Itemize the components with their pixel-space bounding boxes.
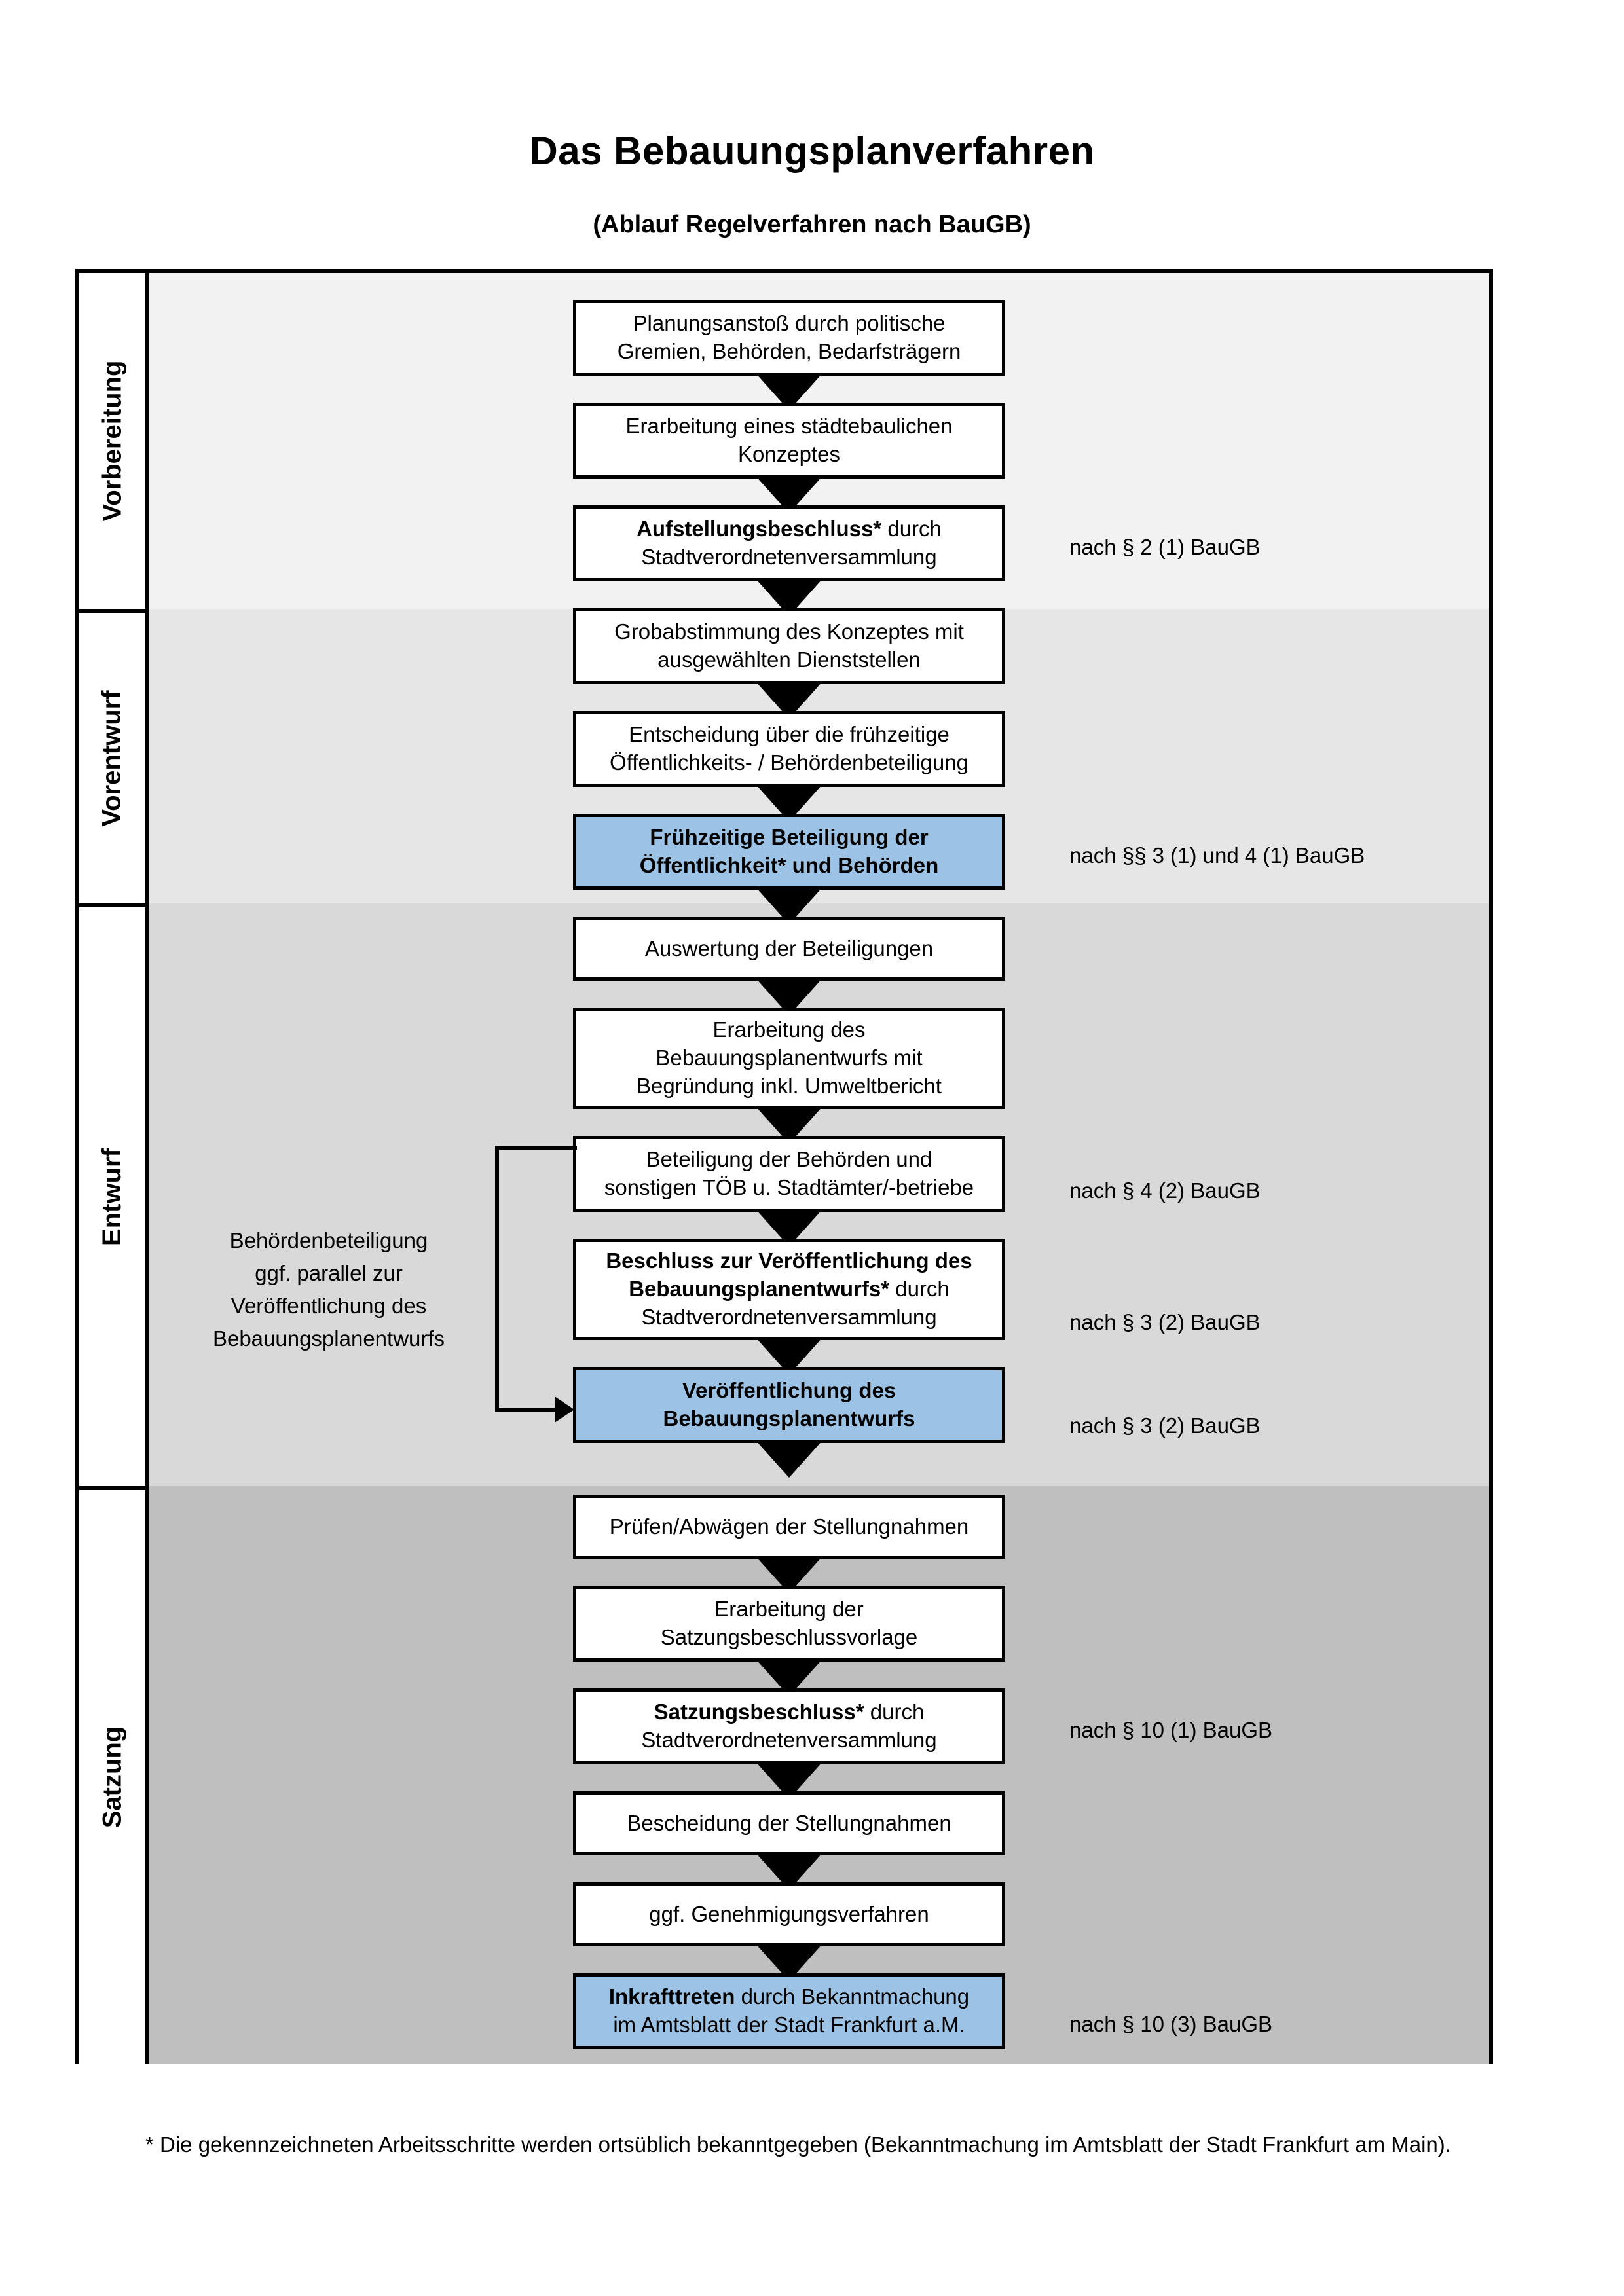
step-line-bold: Bebauungsplanentwurfs* xyxy=(629,1277,890,1302)
step-line: Begründung inkl. Umweltbericht xyxy=(637,1073,942,1098)
step-box-entscheidung-fruehzeitige-beteiligung[interactable]: Entscheidung über die frühzeitige Öffent… xyxy=(573,711,1005,787)
phase-separator-1 xyxy=(79,609,149,613)
phase-label-text: Vorentwurf xyxy=(98,689,126,827)
step-box-erarbeitung-bebauungsplanentwurf[interactable]: Erarbeitung des Bebauungsplanentwurfs mi… xyxy=(573,1008,1005,1109)
step-line-bold: Veröffentlichung des xyxy=(682,1378,896,1403)
step-line: Erarbeitung des xyxy=(712,1017,866,1042)
step-line-bold: Aufstellungsbeschluss* xyxy=(637,517,882,541)
step-line: durch Bekanntmachung xyxy=(735,1984,970,2009)
flowchart-frame: Vorbereitung Vorentwurf Entwurf Satzung … xyxy=(75,269,1493,2064)
law-reference: nach § 2 (1) BauGB xyxy=(1069,535,1261,559)
phase-separator-2 xyxy=(79,903,149,907)
step-line: durch xyxy=(864,1700,925,1724)
step-line-bold: Beschluss zur Veröffentlichung des xyxy=(606,1248,972,1273)
step-line: Stadtverordnetenversammlung xyxy=(641,1728,937,1752)
law-reference: nach § 3 (2) BauGB xyxy=(1069,1310,1261,1334)
step-line: durch xyxy=(889,1277,950,1302)
step-box-beteiligung-behoerden-toeb[interactable]: Beteiligung der Behörden und sonstigen T… xyxy=(573,1136,1005,1212)
phase-label-vorbereitung: Vorbereitung xyxy=(79,273,145,609)
side-note-line: Behördenbeteiligung xyxy=(229,1228,428,1252)
phase-label-text: Satzung xyxy=(98,1726,127,1828)
side-note-behoerdenbeteiligung: Behördenbeteiligung ggf. parallel zur Ve… xyxy=(185,1224,473,1356)
step-line-bold: Bebauungsplanentwurfs xyxy=(663,1406,915,1430)
step-box-planungsanstoss[interactable]: Planungsanstoß durch politische Gremien,… xyxy=(573,300,1005,376)
side-note-line: ggf. parallel zur xyxy=(255,1261,403,1286)
step-line: Stadtverordnetenversammlung xyxy=(641,1304,937,1329)
phase-label-entwurf: Entwurf xyxy=(79,907,145,1486)
step-line-bold: Inkrafttreten xyxy=(608,1984,735,2009)
step-line: Konzeptes xyxy=(738,442,840,466)
step-line-bold: Öffentlichkeit* und Behörden xyxy=(639,853,939,877)
feedback-connector-vertical xyxy=(495,1146,499,1412)
step-line: durch xyxy=(881,517,942,541)
flow-arrow-down xyxy=(755,1440,823,1478)
feedback-connector-bottom xyxy=(495,1408,557,1412)
step-box-inkrafttreten[interactable]: Inkrafttreten durch Bekanntmachung im Am… xyxy=(573,1973,1005,2049)
phase-label-text: Vorbereitung xyxy=(98,360,126,522)
step-line: Erarbeitung eines städtebaulichen xyxy=(625,414,953,439)
phase-label-text: Entwurf xyxy=(98,1148,126,1246)
step-line: Prüfen/Abwägen der Stellungnahmen xyxy=(609,1514,969,1539)
feedback-connector-arrowhead xyxy=(555,1396,574,1423)
footnote: * Die gekennzeichneten Arbeitsschritte w… xyxy=(145,2132,1451,2157)
step-box-genehmigungsverfahren[interactable]: ggf. Genehmigungsverfahren xyxy=(573,1882,1005,1946)
step-line: sonstigen TÖB u. Stadtämter/-betriebe xyxy=(604,1175,974,1199)
step-line: im Amtsblatt der Stadt Frankfurt a.M. xyxy=(613,2013,965,2037)
step-box-aufstellungsbeschluss[interactable]: Aufstellungsbeschluss* durch Stadtverord… xyxy=(573,505,1005,581)
step-line-bold: Frühzeitige Beteiligung der xyxy=(650,825,929,850)
step-line: Gremien, Behörden, Bedarfsträgern xyxy=(617,339,961,363)
side-note-line: Veröffentlichung des xyxy=(231,1294,427,1319)
step-line: Bebauungsplanentwurfs mit xyxy=(655,1046,923,1070)
step-box-beschluss-veroeffentlichung[interactable]: Beschluss zur Veröffentlichung des Bebau… xyxy=(573,1239,1005,1340)
step-box-fruehzeitige-beteiligung[interactable]: Frühzeitige Beteiligung der Öffentlichke… xyxy=(573,814,1005,890)
law-reference: nach § 10 (1) BauGB xyxy=(1069,1718,1273,1742)
step-box-grobabstimmung[interactable]: Grobabstimmung des Konzeptes mit ausgewä… xyxy=(573,608,1005,684)
step-line: ggf. Genehmigungsverfahren xyxy=(649,1901,929,1926)
step-box-veroeffentlichung-entwurf[interactable]: Veröffentlichung des Bebauungsplanentwur… xyxy=(573,1367,1005,1443)
step-line: Erarbeitung der xyxy=(714,1597,864,1622)
step-line: Satzungsbeschlussvorlage xyxy=(660,1625,918,1649)
step-line: Entscheidung über die frühzeitige xyxy=(629,722,950,747)
step-box-satzungsbeschluss[interactable]: Satzungsbeschluss* durch Stadtverordnete… xyxy=(573,1688,1005,1764)
step-line: Öffentlichkeits- / Behördenbeteiligung xyxy=(610,750,969,774)
phase-label-vorentwurf: Vorentwurf xyxy=(79,613,145,903)
step-line: ausgewählten Dienststellen xyxy=(657,647,921,672)
step-box-pruefen-abwaegen[interactable]: Prüfen/Abwägen der Stellungnahmen xyxy=(573,1495,1005,1559)
page-subtitle: (Ablauf Regelverfahren nach BauGB) xyxy=(593,211,1031,238)
step-line: Bescheidung der Stellungnahmen xyxy=(627,1810,951,1835)
phase-separator-3 xyxy=(79,1486,149,1490)
side-note-line: Bebauungsplanentwurfs xyxy=(212,1326,445,1351)
step-box-bescheidung-stellungnahmen[interactable]: Bescheidung der Stellungnahmen xyxy=(573,1791,1005,1855)
step-box-staedtebauliches-konzept[interactable]: Erarbeitung eines städtebaulichen Konzep… xyxy=(573,403,1005,479)
law-reference: nach § 4 (2) BauGB xyxy=(1069,1178,1261,1203)
feedback-connector-top xyxy=(495,1146,577,1150)
law-reference: nach § 3 (2) BauGB xyxy=(1069,1413,1261,1438)
step-line-bold: Satzungsbeschluss* xyxy=(654,1700,864,1724)
step-line: Beteiligung der Behörden und xyxy=(646,1147,932,1172)
law-reference: nach § 10 (3) BauGB xyxy=(1069,2012,1273,2036)
step-box-auswertung-beteiligungen[interactable]: Auswertung der Beteiligungen xyxy=(573,917,1005,981)
step-line: Planungsanstoß durch politische xyxy=(633,311,946,336)
law-reference: nach §§ 3 (1) und 4 (1) BauGB xyxy=(1069,843,1365,867)
step-line: Grobabstimmung des Konzeptes mit xyxy=(614,619,964,644)
phase-label-satzung: Satzung xyxy=(79,1490,145,2064)
step-line: Stadtverordnetenversammlung xyxy=(641,545,937,569)
step-box-erarbeitung-satzungsbeschlussvorlage[interactable]: Erarbeitung der Satzungsbeschlussvorlage xyxy=(573,1586,1005,1662)
step-line: Auswertung der Beteiligungen xyxy=(644,936,934,960)
page-title: Das Bebauungsplanverfahren xyxy=(529,129,1095,173)
label-column-divider xyxy=(145,273,149,2060)
